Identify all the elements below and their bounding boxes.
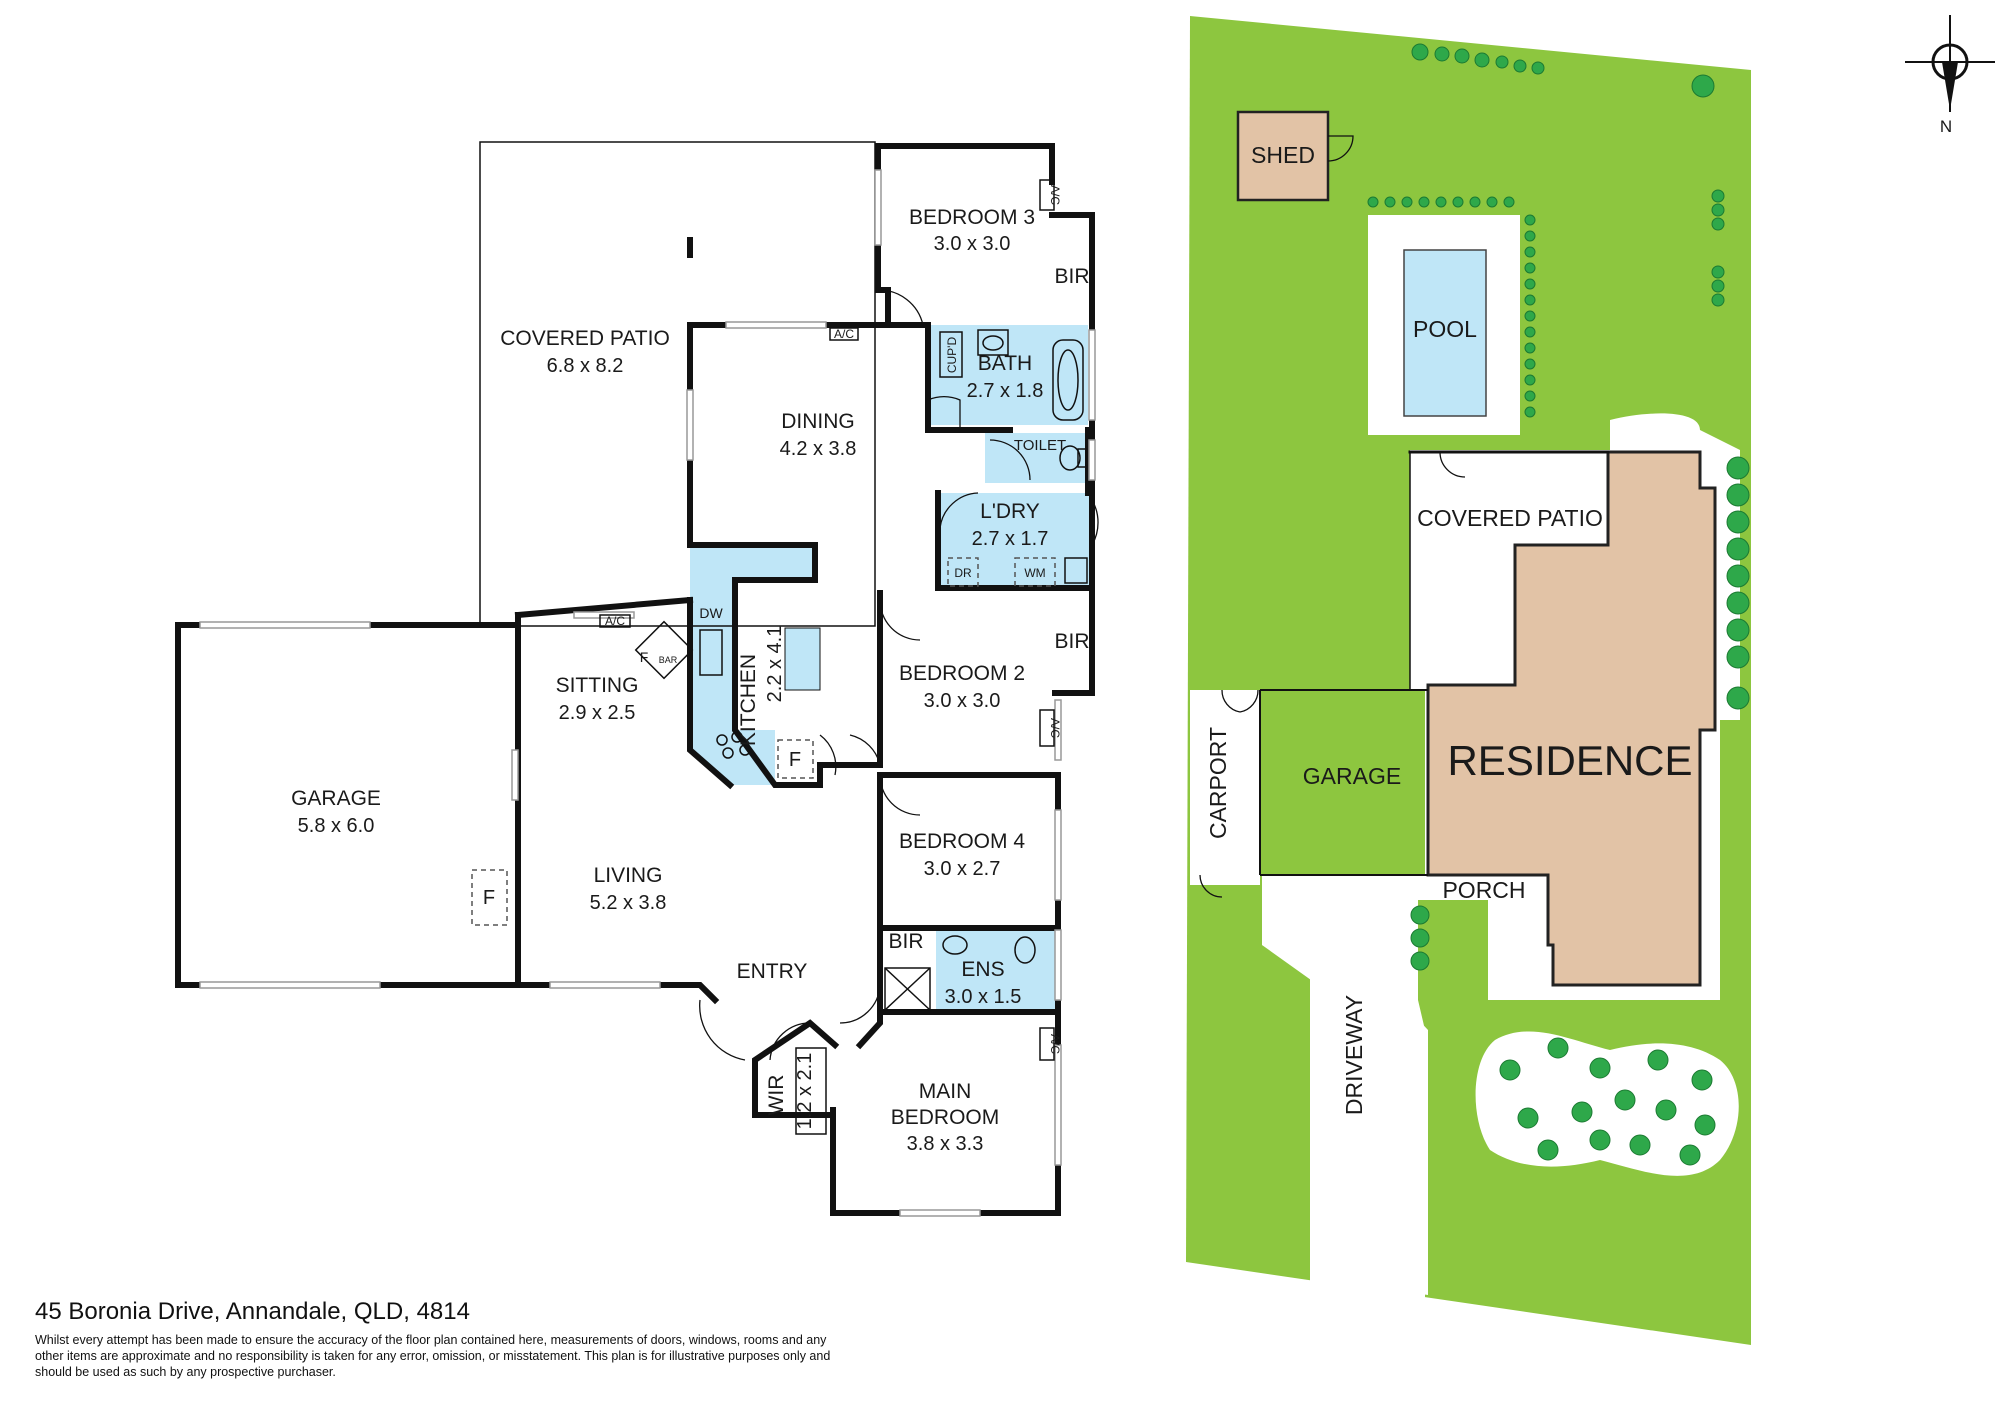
site-label-garage: GARAGE bbox=[1303, 763, 1401, 789]
room-name-covered-patio: COVERED PATIO bbox=[500, 327, 670, 350]
room-name-dining: DINING bbox=[781, 410, 855, 433]
site-label-residence: RESIDENCE bbox=[1447, 737, 1692, 784]
bir-label-bedroom-3: BIR bbox=[1054, 265, 1089, 288]
compass-north-label: N bbox=[1940, 117, 1952, 136]
site-label-carport: CARPORT bbox=[1205, 727, 1231, 839]
room-dims-bedroom-3: 3.0 x 3.0 bbox=[934, 233, 1011, 255]
main-bedroom-name-line1: MAIN bbox=[919, 1080, 972, 1103]
ac-label-bedroom-3: A/C bbox=[1048, 185, 1062, 205]
room-dims-kitchen: 2.2 x 4.1 bbox=[764, 626, 786, 703]
fridge-label-garage: F bbox=[483, 887, 495, 909]
room-dims-garage: 5.8 x 6.0 bbox=[298, 815, 375, 837]
cupboard-label: CUP'D bbox=[945, 337, 959, 374]
room-name-bedroom-3: BEDROOM 3 bbox=[909, 206, 1035, 229]
entry-label: ENTRY bbox=[737, 960, 808, 983]
main-bedroom-name-line2: BEDROOM bbox=[891, 1106, 1000, 1129]
property-address: 45 Boronia Drive, Annandale, QLD, 4814 bbox=[35, 1298, 470, 1325]
washing-machine-label: WM bbox=[1024, 566, 1045, 580]
site-label-covered-patio: COVERED PATIO bbox=[1417, 505, 1603, 531]
bar-label: BAR bbox=[659, 655, 678, 665]
windows bbox=[199, 169, 1096, 1217]
fixtures bbox=[471, 179, 1088, 1135]
fridge-label-bar: F bbox=[640, 649, 649, 665]
north-arrow-icon bbox=[1905, 15, 1995, 112]
site-label-shed: SHED bbox=[1251, 142, 1315, 168]
bir-label-bedroom-2: BIR bbox=[1054, 630, 1089, 653]
room-name-wir: WIR bbox=[765, 1075, 788, 1116]
room-dims-bedroom-4: 3.0 x 2.7 bbox=[924, 858, 1001, 880]
garden-shrubs bbox=[1499, 1037, 1716, 1166]
room-name-ensuite: ENS bbox=[961, 958, 1004, 981]
disclaimer-text: Whilst every attempt has been made to en… bbox=[35, 1333, 831, 1379]
garden-bed bbox=[1475, 1031, 1739, 1176]
room-dims-wir: 1.2 x 2.1 bbox=[794, 1053, 816, 1130]
dryer-label: DR bbox=[954, 566, 972, 580]
doors bbox=[699, 289, 1099, 1061]
room-dims-sitting: 2.9 x 2.5 bbox=[559, 702, 636, 724]
pool bbox=[1403, 249, 1487, 417]
ac-label-dining: A/C bbox=[834, 327, 854, 341]
room-dims-ensuite: 3.0 x 1.5 bbox=[945, 986, 1022, 1008]
ac-label-main-bedroom: A/C bbox=[1048, 1034, 1062, 1054]
site-label-pool: POOL bbox=[1413, 316, 1477, 342]
shed bbox=[1236, 110, 1330, 202]
room-dims-dining: 4.2 x 3.8 bbox=[780, 438, 857, 460]
carport-area bbox=[1190, 690, 1260, 885]
residence bbox=[1426, 450, 1717, 987]
site-plan: SHED POOL COVERED PATIO CARPORT GARAGE R… bbox=[1186, 15, 1995, 1345]
room-name-sitting: SITTING bbox=[556, 674, 639, 697]
ac-label-sitting: A/C bbox=[605, 614, 625, 628]
room-dims-bedroom-2: 3.0 x 3.0 bbox=[924, 690, 1001, 712]
shrubs bbox=[1367, 43, 1750, 971]
room-labels: COVERED PATIO 6.8 x 8.2 BEDROOM 3 3.0 x … bbox=[291, 185, 1089, 1155]
ac-label-bedroom-2: A/C bbox=[1048, 718, 1062, 738]
site-label-porch: PORCH bbox=[1442, 877, 1525, 903]
room-dims-living: 5.2 x 3.8 bbox=[590, 892, 667, 914]
room-name-kitchen: KITCHEN bbox=[737, 654, 760, 746]
floor-plan: COVERED PATIO 6.8 x 8.2 BEDROOM 3 3.0 x … bbox=[175, 141, 1099, 1217]
fridge-label-kitchen: F bbox=[789, 749, 801, 771]
site-label-driveway: DRIVEWAY bbox=[1341, 995, 1367, 1115]
room-name-bedroom-4: BEDROOM 4 bbox=[899, 830, 1025, 853]
room-name-laundry: L'DRY bbox=[980, 500, 1040, 523]
toilet-label: TOILET bbox=[1014, 437, 1066, 454]
dishwasher-label: DW bbox=[699, 605, 723, 621]
room-name-bedroom-2: BEDROOM 2 bbox=[899, 662, 1025, 685]
room-dims-main-bedroom: 3.8 x 3.3 bbox=[907, 1133, 984, 1155]
room-dims-bath: 2.7 x 1.8 bbox=[967, 380, 1044, 402]
room-name-bath: BATH bbox=[978, 352, 1032, 375]
room-dims-covered-patio: 6.8 x 8.2 bbox=[547, 355, 624, 377]
room-name-main-bedroom: MAIN BEDROOM bbox=[891, 1080, 1000, 1129]
room-name-living: LIVING bbox=[594, 864, 663, 887]
room-dims-laundry: 2.7 x 1.7 bbox=[972, 528, 1049, 550]
bir-label-ensuite: BIR bbox=[888, 930, 923, 953]
room-name-garage: GARAGE bbox=[291, 787, 381, 810]
driveway-strip bbox=[1262, 875, 1428, 1295]
